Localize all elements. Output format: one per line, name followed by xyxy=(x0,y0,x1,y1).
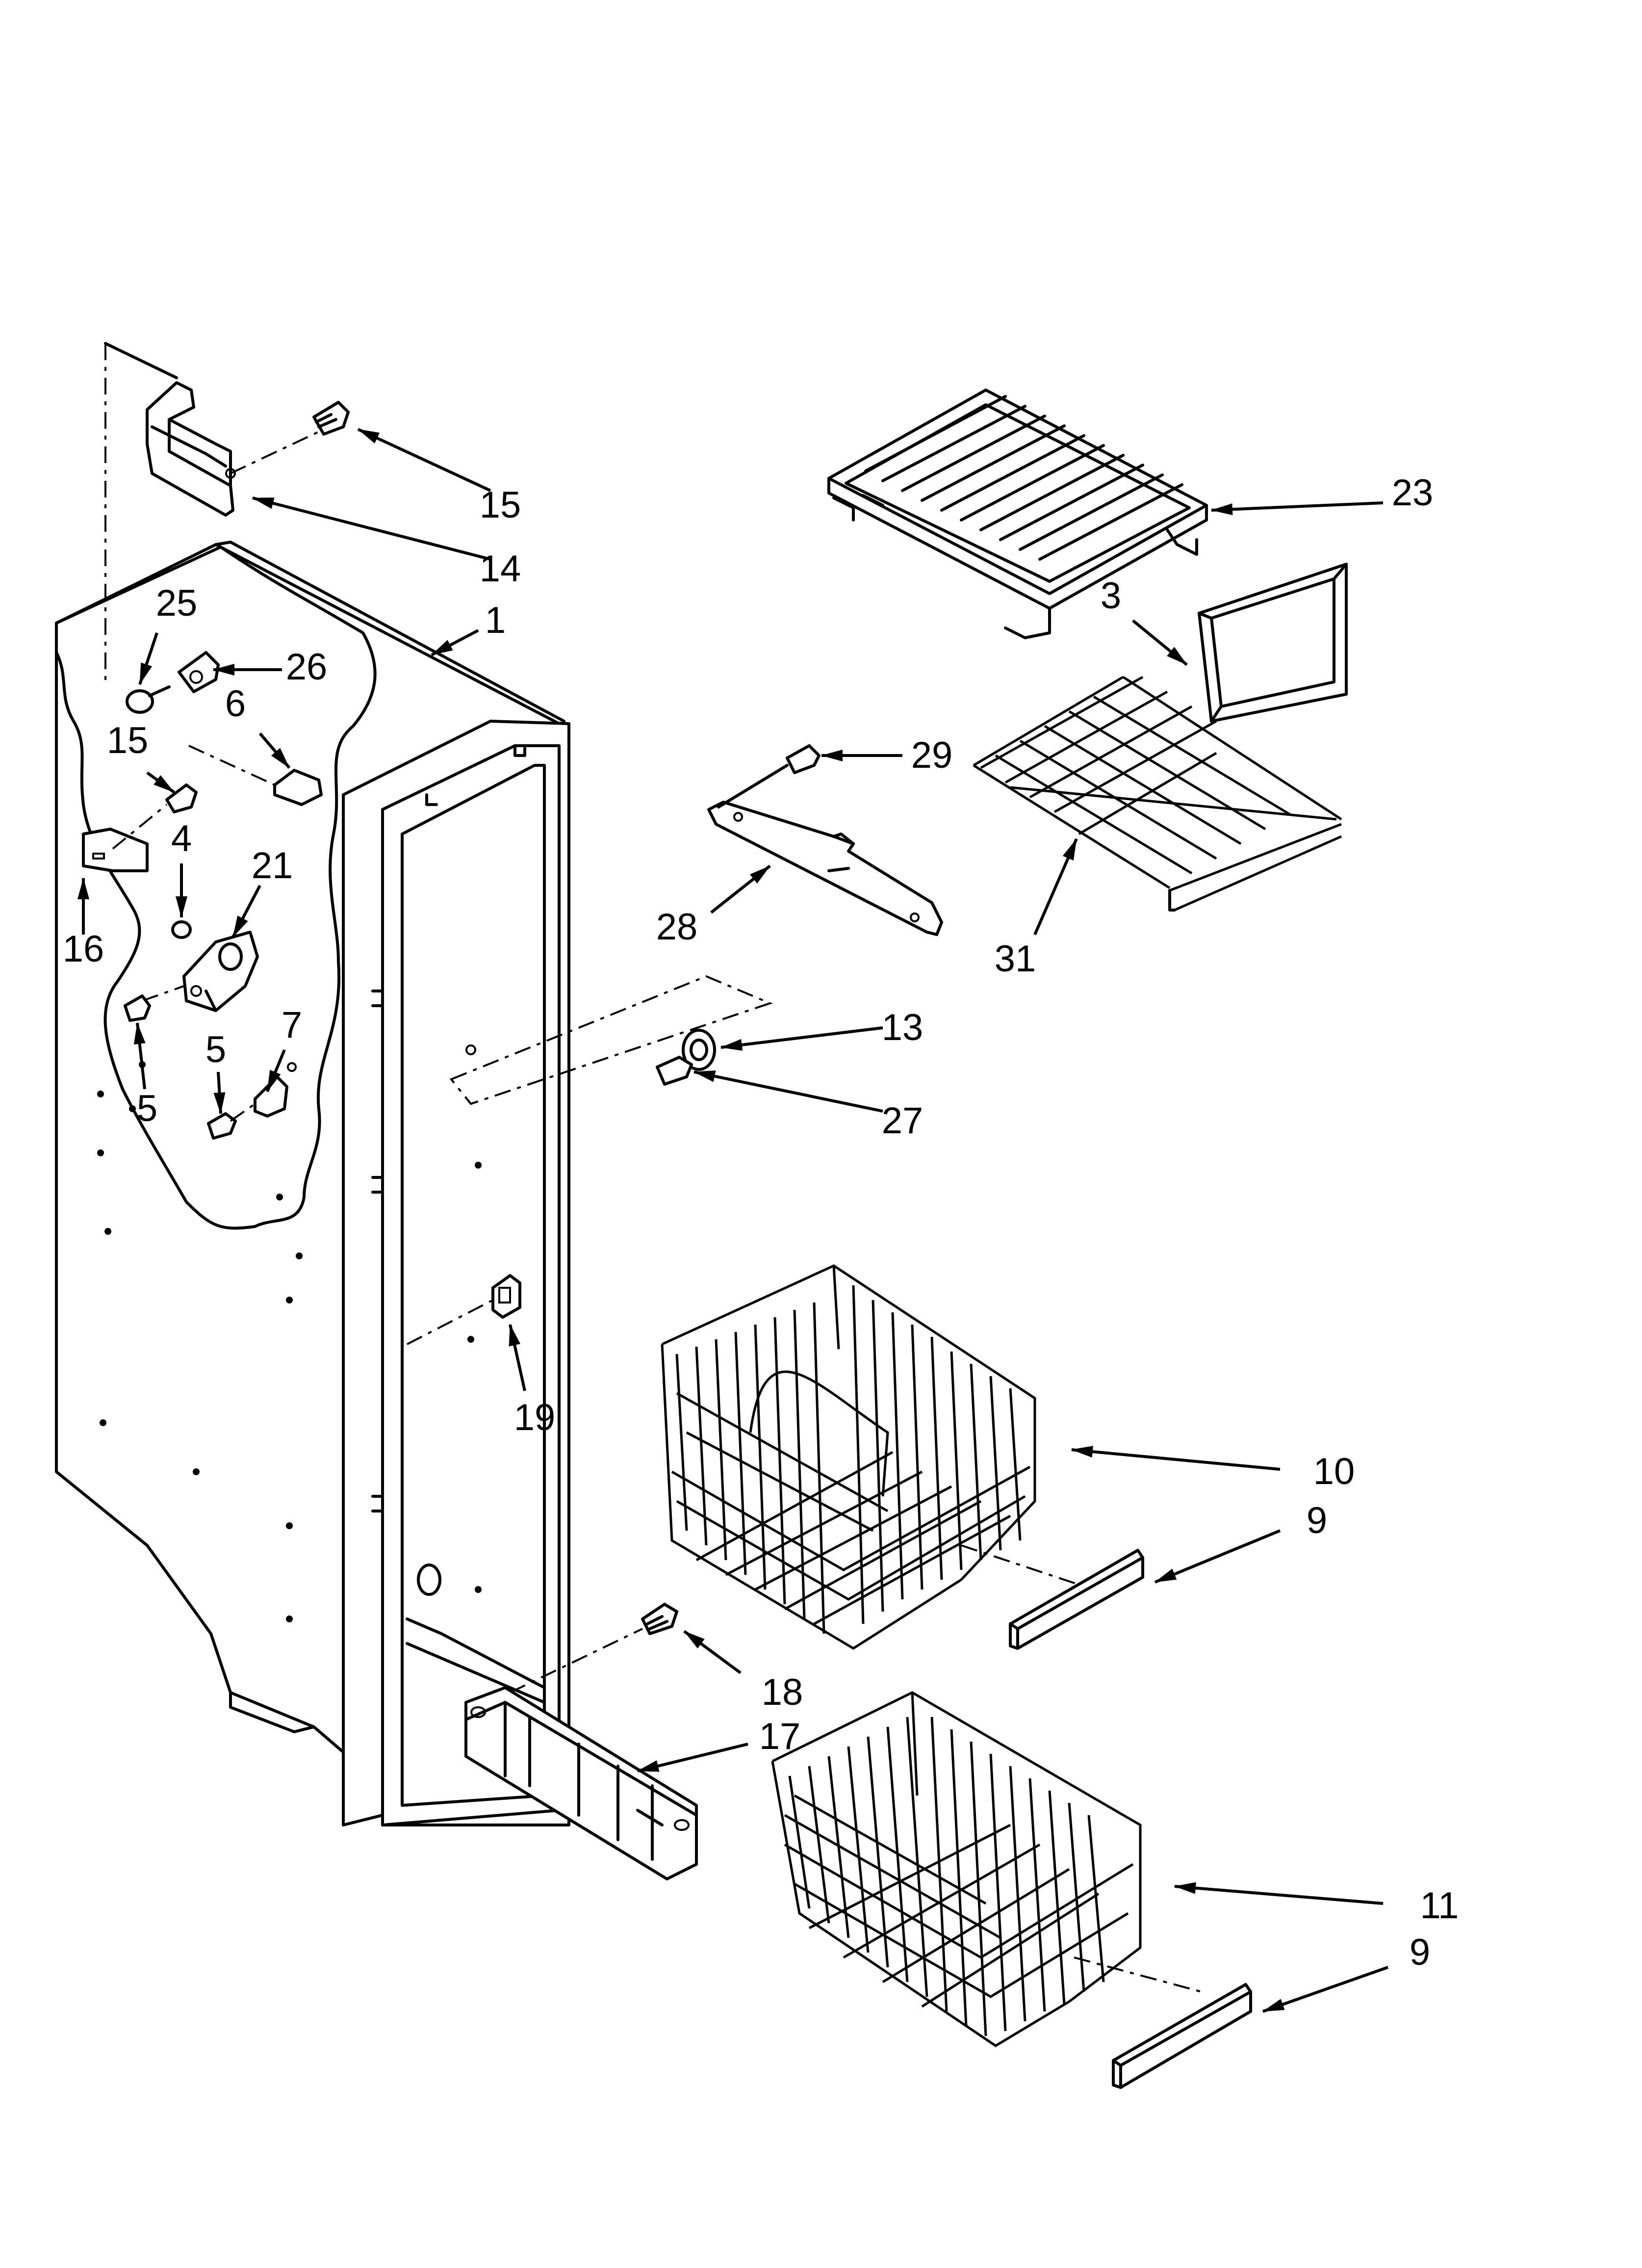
callout-label-c25: 25 xyxy=(156,582,198,624)
callout-label-c31: 31 xyxy=(995,938,1036,980)
leader-arrow-c31 xyxy=(1033,838,1078,936)
leader-arrow-c3 xyxy=(1132,619,1188,666)
callout-label-c29: 29 xyxy=(911,734,953,776)
leader-arrow-c7 xyxy=(266,1049,286,1093)
callout-label-c18: 18 xyxy=(762,1671,803,1713)
screw-15-top xyxy=(312,401,350,436)
shelf-support-13 xyxy=(682,1029,716,1071)
top-shelf-23 xyxy=(827,389,1208,639)
callout-label-c11: 11 xyxy=(1420,1885,1459,1927)
shelf-retainer-3 xyxy=(1198,563,1348,723)
clip-6 xyxy=(273,769,323,806)
leader-arrow-c17 xyxy=(637,1743,748,1773)
callout-label-c21: 21 xyxy=(252,845,293,886)
leader-arrow-c10 xyxy=(1071,1446,1281,1471)
callout-label-c9b: 9 xyxy=(1410,1931,1430,1973)
leader-arrow-c11 xyxy=(1174,1882,1384,1905)
leader-arrow-c21 xyxy=(231,885,261,938)
leader-arrow-c14 xyxy=(252,496,491,561)
lower-basket-11 xyxy=(771,1691,1142,2047)
callout-label-c10: 10 xyxy=(1313,1451,1355,1492)
leader-arrow-c5b xyxy=(213,1071,226,1114)
callout-label-c5a: 5 xyxy=(137,1088,157,1129)
wire-shelf-31 xyxy=(973,676,1342,912)
upper-basket-10 xyxy=(661,1264,1036,1650)
bottom-grille-17 xyxy=(464,1686,698,1880)
basket-rail-9-lower xyxy=(1112,1983,1252,2089)
bracket-16 xyxy=(82,828,149,872)
leader-arrow-c5a xyxy=(133,1022,146,1090)
leader-arrow-c1 xyxy=(431,629,479,656)
leader-arrow-c19 xyxy=(509,1324,526,1391)
callout-label-c17: 17 xyxy=(759,1716,801,1757)
screw-27 xyxy=(656,1056,693,1086)
callout-label-c26: 26 xyxy=(286,646,328,688)
callout-label-c1: 1 xyxy=(485,600,506,641)
callout-label-c28: 28 xyxy=(656,906,698,948)
callouts: 15 14 1 25 26 6 15 4 21 16 5 5 7 23 3 29 28 31 13 27 19 10 9 18… xyxy=(63,428,1459,2013)
leader-arrow-c27 xyxy=(693,1070,883,1113)
callout-label-c15b: 15 xyxy=(107,720,149,761)
callout-label-c6: 6 xyxy=(225,683,246,725)
leader-arrow-c18 xyxy=(683,1630,742,1674)
callout-label-c5b: 5 xyxy=(205,1029,226,1070)
top-hinge-bracket xyxy=(146,381,236,517)
basket-rail-9-upper xyxy=(1009,1549,1144,1650)
callout-label-c14: 14 xyxy=(480,548,521,590)
light-bulb-25 xyxy=(126,685,171,714)
shelf-rail-28 xyxy=(707,801,943,936)
leader-arrow-c15b xyxy=(146,771,175,794)
leader-arrow-c15a xyxy=(357,428,491,492)
callout-label-c13: 13 xyxy=(882,1007,924,1048)
leader-arrow-c13 xyxy=(720,1026,883,1051)
pin-4 xyxy=(171,920,192,939)
callout-label-c16: 16 xyxy=(63,928,104,970)
screw-5-left xyxy=(124,994,151,1022)
callout-label-c23: 23 xyxy=(1392,472,1434,514)
callout-label-c7: 7 xyxy=(282,1004,302,1046)
leader-arrow-c25 xyxy=(138,632,158,685)
callout-label-c15a: 15 xyxy=(480,484,521,526)
callout-label-c27: 27 xyxy=(882,1100,924,1142)
door-switch-19 xyxy=(491,1274,521,1319)
callout-label-c9a: 9 xyxy=(1307,1500,1327,1541)
callout-label-c3: 3 xyxy=(1101,575,1121,617)
screw-5-center xyxy=(207,1112,237,1140)
callout-label-c4: 4 xyxy=(171,818,192,860)
lamp-holder-21 xyxy=(182,931,259,1012)
leader-arrow-c28 xyxy=(710,864,771,914)
leader-arrow-c9a xyxy=(1154,1529,1281,1584)
callout-label-c19: 19 xyxy=(514,1397,556,1438)
screw-18 xyxy=(641,1603,678,1635)
leader-arrow-c23 xyxy=(1211,501,1384,516)
leader-arrow-c6 xyxy=(258,732,291,769)
leader-arrow-c9b xyxy=(1262,1966,1388,2013)
screw-29 xyxy=(786,744,821,774)
screw-15-lower xyxy=(165,783,198,813)
